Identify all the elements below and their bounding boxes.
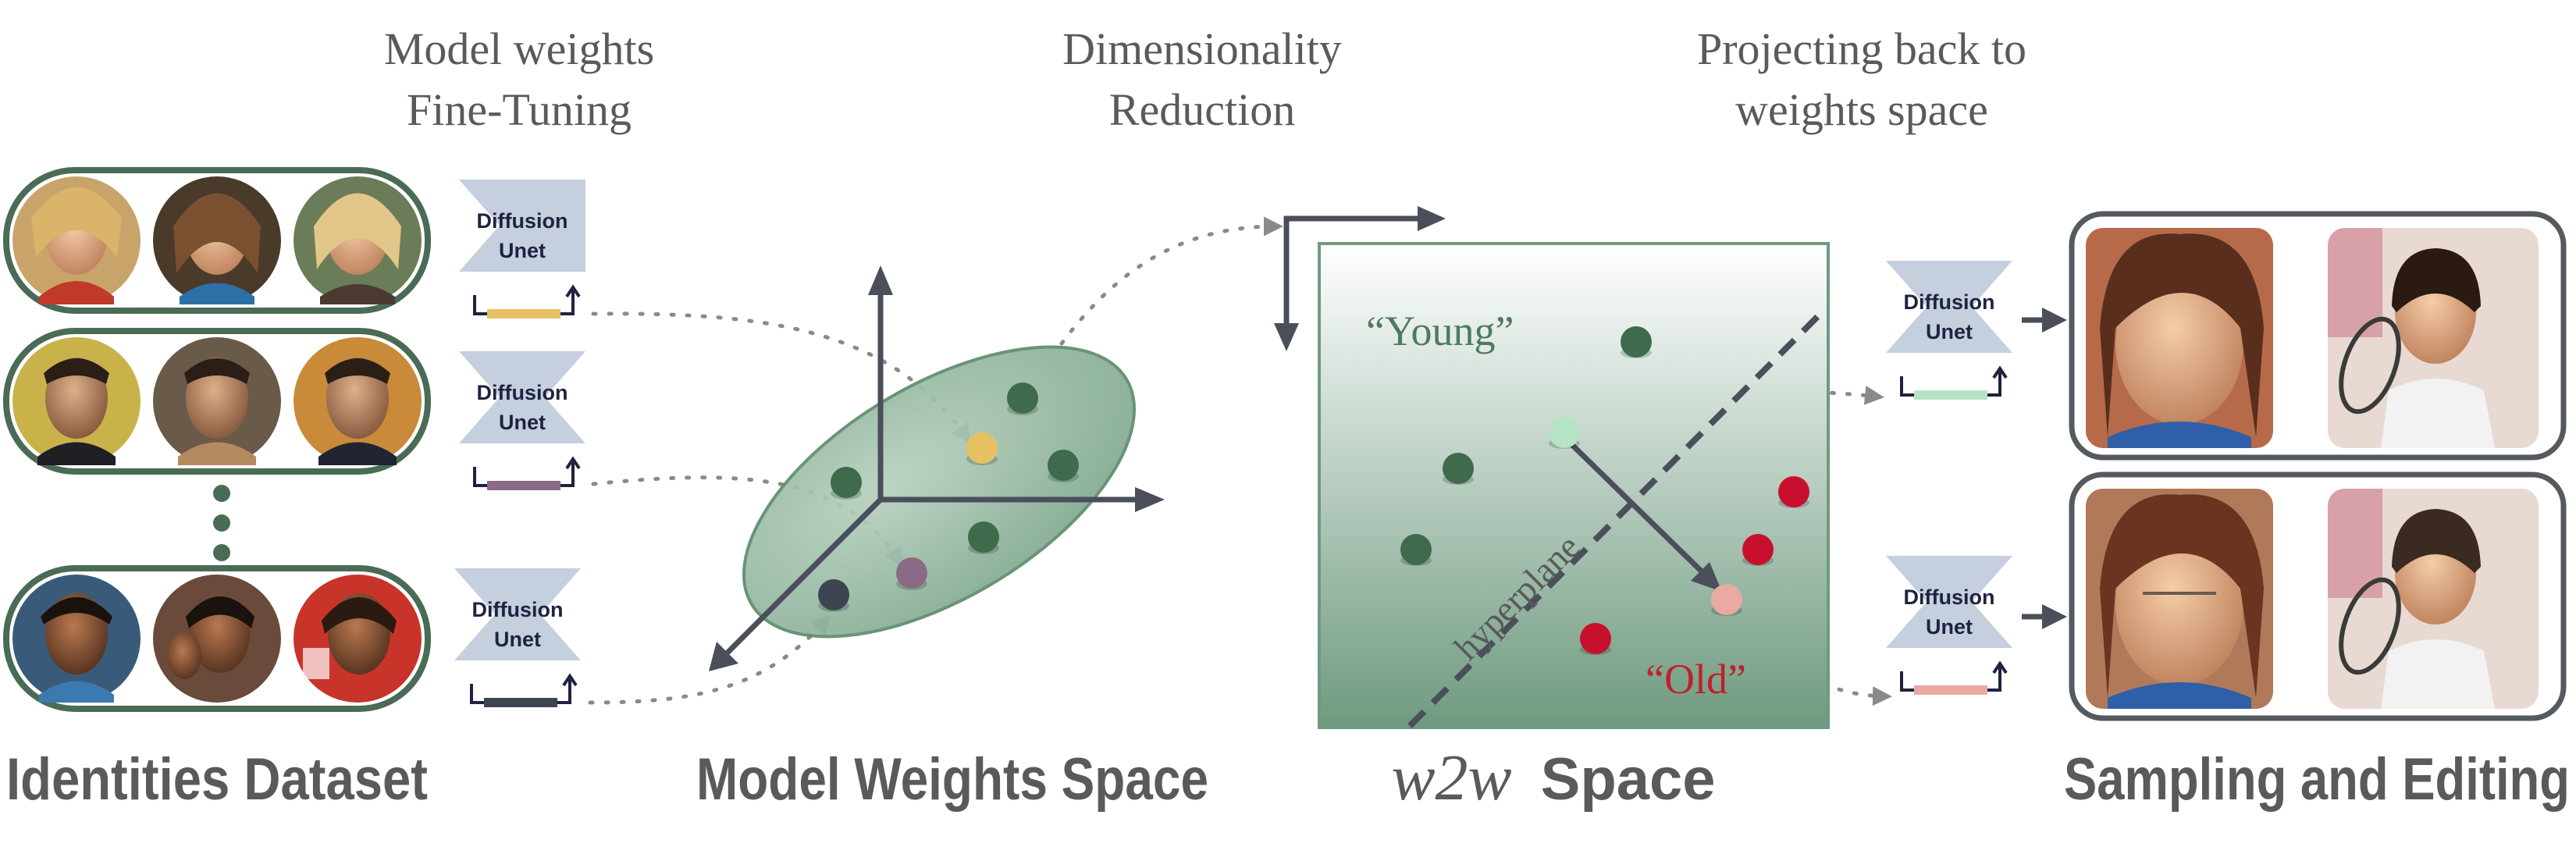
w2w-point-young (1621, 326, 1652, 358)
weight-point-dot (966, 432, 998, 464)
weight-point-dot (896, 557, 927, 589)
face-photo (12, 575, 141, 703)
diffusion-unet-3: Diffusion Unet (454, 568, 581, 707)
dimred-title-line1: Dimensionality (1062, 23, 1342, 74)
finetune-title-line1: Model weights (384, 23, 654, 74)
weights-manifold-ellipse (742, 345, 1137, 639)
finetune-title-line2: Fine-Tuning (407, 84, 632, 135)
diffusion-unet-1: Diffusion Unet (459, 180, 585, 318)
weight-point-dark (1048, 450, 1079, 482)
project-title-line1: Projecting back to (1697, 23, 2026, 74)
w2w-point-sampled (1549, 417, 1580, 449)
unet-label-line2: Unet (499, 411, 546, 434)
weights-space-plot (709, 265, 1165, 671)
w2w-space-title: w2w Space (1391, 742, 1715, 814)
output-photo-tennis (2328, 228, 2539, 448)
face-photo (12, 337, 141, 465)
unet-label-line1: Diffusion (1904, 290, 1995, 314)
identity-row-1 (3, 167, 431, 314)
w2w-space-plot: hyperplane “Young” “Old” (1274, 206, 1830, 729)
face-photo (153, 575, 281, 703)
weight-point-identity-3 (818, 579, 849, 612)
axis-lines (724, 289, 1141, 657)
face-photo (153, 176, 281, 304)
weight-bar (487, 481, 560, 490)
project-title-line2: weights space (1735, 84, 1988, 135)
weight-point-dark (831, 467, 862, 500)
old-label: “Old” (1646, 656, 1746, 703)
output-arrows (2022, 308, 2067, 629)
w2w-axes (1274, 206, 1446, 351)
w2w-point-old (1778, 476, 1809, 508)
weight-point-identity-2 (896, 557, 927, 590)
output-photo-portrait (2086, 228, 2273, 448)
output-panel-sampled (2069, 211, 2567, 461)
face-photo (294, 337, 422, 465)
output-photo-portrait-old (2086, 489, 2273, 709)
edit-direction-arrowhead (1691, 562, 1722, 592)
weight-bar (1914, 390, 1987, 400)
identities-dataset-title: Identities Dataset (6, 746, 428, 813)
weight-point-dot (818, 579, 849, 610)
edit-direction-arrow (1568, 441, 1707, 577)
unet-label-line2: Unet (1926, 320, 1973, 343)
unet-label-line1: Diffusion (1904, 585, 1995, 609)
weight-bar (1914, 685, 1987, 695)
young-label: “Young” (1366, 308, 1514, 354)
weight-point-dark (968, 521, 999, 554)
face-photo (12, 176, 141, 304)
w2w-point-old (1580, 623, 1611, 655)
diffusion-unet-2: Diffusion Unet (459, 351, 585, 490)
diffusion-unet-sampled: Diffusion Unet (1886, 261, 2012, 400)
sampling-editing-title: Sampling and Editing (2064, 746, 2570, 813)
w2w-point-old (1742, 534, 1774, 566)
w2w-space-word: Space (1541, 746, 1716, 813)
face-photo (294, 176, 422, 304)
unet-label-line2: Unet (1926, 615, 1973, 639)
unet-label-line1: Diffusion (477, 381, 568, 404)
w2w-point-young (1443, 453, 1474, 485)
identity-row-3 (3, 565, 431, 712)
w2w-square (1318, 242, 1830, 729)
unet-label-line1: Diffusion (477, 209, 568, 233)
weight-point-dark (1007, 383, 1038, 415)
face-photo (153, 337, 281, 465)
dimred-title-line2: Reduction (1109, 84, 1295, 135)
output-panel-edited (2069, 471, 2567, 721)
weight-point-identity-1 (966, 432, 998, 465)
weight-bar (487, 309, 560, 318)
unet-label-line2: Unet (494, 628, 541, 651)
identity-row-2 (3, 328, 431, 475)
w2w-italic-word: w2w (1391, 742, 1511, 814)
unet-label-line1: Diffusion (472, 598, 564, 621)
model-weights-space-title: Model Weights Space (696, 746, 1208, 813)
w2w-point-young (1400, 534, 1432, 566)
output-photo-tennis-old (2328, 489, 2539, 709)
w2w-point-edited (1711, 584, 1742, 616)
axis-arrowhead-left (709, 642, 738, 671)
axis-arrowhead-up (868, 265, 893, 295)
unet-label-line2: Unet (499, 239, 546, 262)
face-photo (294, 575, 422, 703)
diffusion-unet-edited: Diffusion Unet (1886, 556, 2012, 695)
ellipsis-dots (213, 485, 230, 561)
axis-arrowhead-right (1135, 487, 1165, 512)
weight-bar (484, 698, 557, 707)
